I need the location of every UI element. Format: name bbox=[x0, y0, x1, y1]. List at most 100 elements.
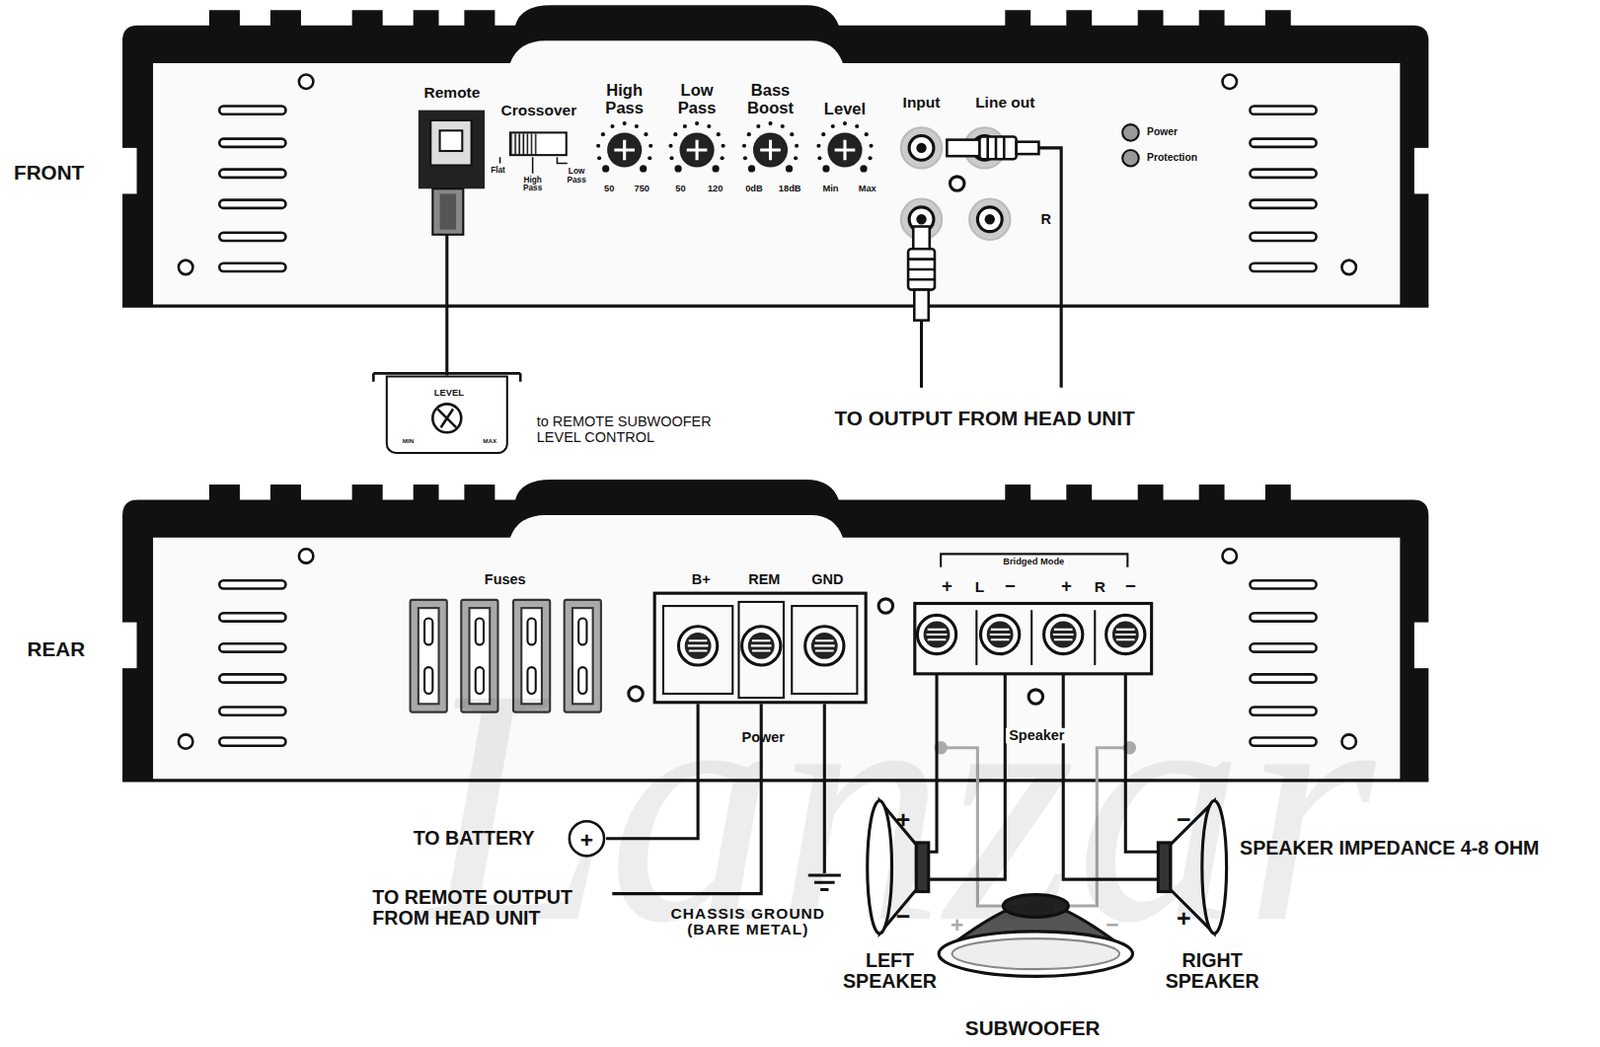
control-label: Remote bbox=[424, 84, 481, 101]
control-label: Low Pass bbox=[671, 82, 723, 118]
led-indicators bbox=[1122, 124, 1140, 142]
control-knobs bbox=[794, 144, 799, 149]
control-knobs bbox=[842, 121, 847, 126]
terminal-label: − bbox=[1004, 577, 1016, 598]
scale-value: MIN bbox=[402, 437, 414, 445]
remote-jack bbox=[432, 188, 463, 235]
rca-plugs bbox=[946, 140, 980, 157]
mounting-holes bbox=[878, 599, 893, 613]
control-knobs bbox=[602, 164, 610, 172]
crossover-switch bbox=[500, 132, 568, 173]
switch-position: Low Pass bbox=[562, 167, 592, 185]
control-knobs bbox=[817, 155, 822, 160]
control-knobs bbox=[648, 144, 653, 149]
control-knobs bbox=[822, 164, 830, 172]
control-knobs bbox=[789, 132, 794, 137]
part-label: SUBWOOFER bbox=[965, 1017, 1101, 1040]
rca-plugs bbox=[913, 227, 930, 250]
scale-value: 50 bbox=[675, 183, 686, 194]
control-knobs bbox=[597, 155, 602, 160]
jack-label: Input bbox=[903, 93, 941, 110]
panel-heading: REAR bbox=[27, 639, 86, 662]
remote-level-control bbox=[432, 403, 461, 433]
control-knobs bbox=[742, 144, 747, 149]
led-label: Protection bbox=[1146, 152, 1198, 164]
control-knobs bbox=[613, 140, 635, 161]
control-label: Level bbox=[824, 101, 866, 119]
led-indicators bbox=[1122, 150, 1140, 167]
terminal-label: REM bbox=[748, 572, 780, 588]
control-knobs bbox=[854, 124, 859, 129]
remote-jack bbox=[445, 234, 449, 306]
rca-plugs bbox=[1016, 142, 1040, 154]
control-knobs bbox=[748, 164, 756, 172]
control-label: LEVEL bbox=[434, 388, 464, 399]
rca-jacks bbox=[901, 127, 942, 168]
crossover-switch bbox=[500, 156, 568, 174]
remote-jack bbox=[430, 120, 471, 165]
control-knobs bbox=[864, 132, 869, 137]
control-knobs bbox=[680, 132, 715, 167]
control-knobs bbox=[634, 124, 639, 129]
rca-plugs bbox=[988, 137, 1005, 160]
callout-note: TO OUTPUT FROM HEAD UNIT bbox=[835, 407, 1136, 430]
rca-plugs bbox=[919, 320, 923, 388]
control-knobs bbox=[721, 144, 726, 149]
rca-plugs bbox=[908, 259, 935, 281]
part-label: Fuses bbox=[484, 572, 527, 588]
control-knobs bbox=[622, 121, 627, 126]
scale-value: 18dB bbox=[778, 183, 802, 194]
bracket-label: Bridged Mode bbox=[999, 557, 1067, 568]
control-knobs bbox=[716, 132, 721, 137]
terminal-label: + bbox=[1061, 577, 1072, 598]
remote-jack bbox=[440, 193, 458, 229]
control-label: Crossover bbox=[500, 102, 577, 119]
rca-jacks bbox=[915, 214, 926, 225]
control-knobs bbox=[753, 132, 788, 167]
control-knobs bbox=[793, 155, 798, 160]
control-knobs bbox=[827, 132, 862, 167]
watermark: Lanzar bbox=[420, 629, 1375, 984]
rca-jacks bbox=[985, 214, 995, 225]
remote-jack bbox=[440, 130, 463, 152]
rca-jacks bbox=[949, 176, 964, 191]
front-housing bbox=[114, 4, 1438, 306]
scale-value: MAX bbox=[482, 437, 497, 445]
control-knobs bbox=[668, 121, 725, 173]
terminal-label: L bbox=[975, 578, 985, 595]
jack-label: Line out bbox=[975, 93, 1035, 110]
control-knobs bbox=[835, 140, 856, 161]
control-knobs bbox=[647, 155, 652, 160]
control-knobs bbox=[639, 164, 647, 172]
switch-position: High Pass bbox=[518, 175, 547, 193]
control-knobs bbox=[859, 164, 867, 172]
led-indicators bbox=[1122, 124, 1140, 166]
rca-jacks bbox=[909, 135, 934, 160]
rca-plugs bbox=[914, 290, 928, 321]
remote-level-control bbox=[373, 373, 521, 433]
rca-plugs bbox=[908, 137, 1062, 388]
control-knobs bbox=[609, 124, 614, 129]
remote-level-box: LEVEL MIN MAX bbox=[385, 375, 509, 455]
control-label: Bass Boost bbox=[745, 82, 797, 118]
control-knobs bbox=[669, 155, 674, 160]
callout-note: to REMOTE SUBWOOFER LEVEL CONTROL bbox=[536, 414, 747, 445]
control-knobs bbox=[743, 155, 748, 160]
scale-value: 750 bbox=[633, 183, 650, 194]
remote-jack bbox=[418, 110, 485, 190]
panel-heading: FRONT bbox=[13, 162, 84, 185]
control-knobs bbox=[596, 121, 653, 173]
remote-cable bbox=[445, 305, 449, 376]
control-knobs bbox=[694, 121, 699, 126]
control-knobs bbox=[686, 140, 708, 161]
control-knobs bbox=[668, 144, 673, 149]
front-panel: FRONT bbox=[122, 9, 1429, 306]
control-knobs bbox=[683, 124, 687, 129]
terminal-label: GND bbox=[811, 572, 843, 588]
control-knobs bbox=[868, 144, 873, 149]
led-label: Power bbox=[1146, 127, 1178, 139]
scale-value: Min bbox=[823, 183, 839, 194]
control-knobs bbox=[816, 121, 873, 173]
